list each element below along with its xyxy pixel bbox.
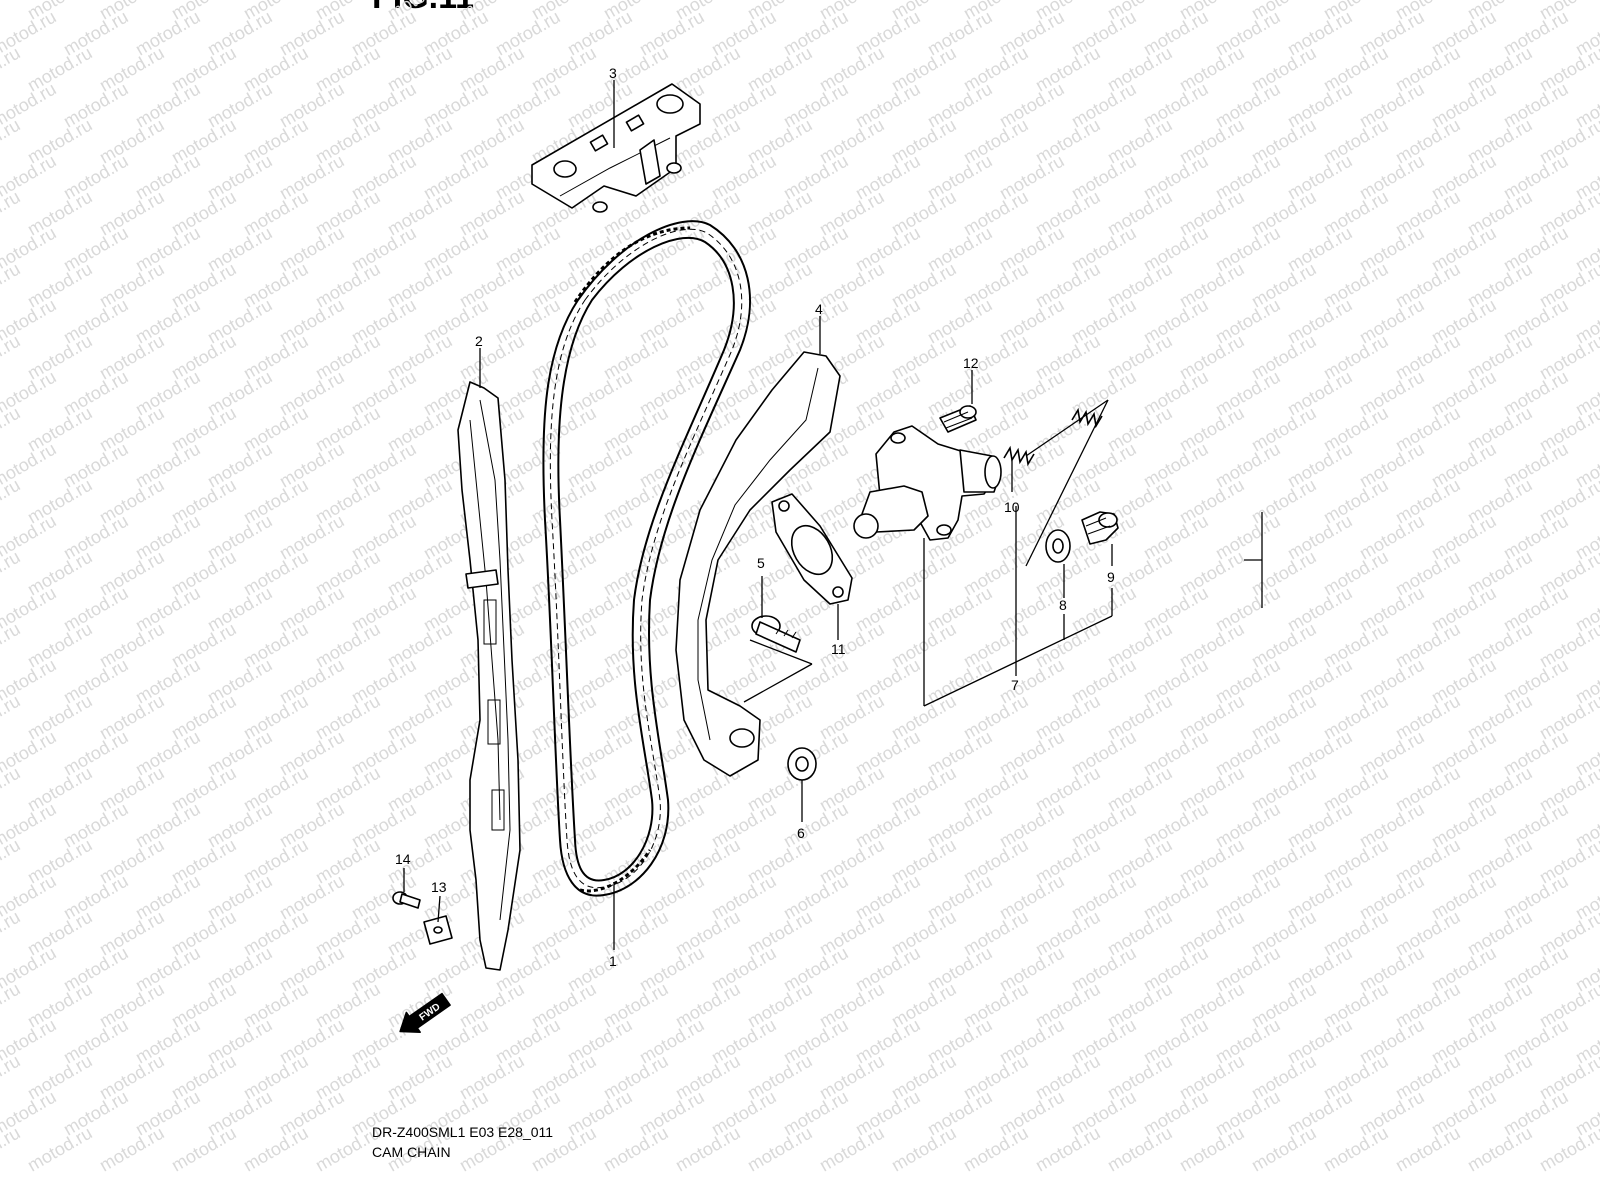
callout-13: 13 [431,879,447,895]
callout-12: 12 [963,355,979,371]
callout-5: 5 [757,555,765,571]
watermark-text: motod.ru [0,979,24,1032]
diagram-caption: DR-Z400SML1 E03 E28_011 CAM CHAIN [372,1122,553,1162]
watermark-text: motod.ru [1176,1123,1248,1176]
figure-heading: FIG.11 [372,0,474,17]
watermark-text: motod.ru [1536,1123,1600,1176]
watermark-text: motod.ru [1464,1123,1536,1176]
callout-11: 11 [831,641,846,657]
model-code: DR-Z400SML1 E03 E28_011 [372,1124,554,1140]
watermark-text: motod.ru [96,1123,168,1176]
watermark-text: motod.ru [0,907,24,960]
callout-2: 2 [475,333,483,349]
part-8-washer [1045,529,1071,563]
callout-1: 1 [609,953,617,969]
watermark-text: motod.ru [0,1051,24,1104]
callout-10: 10 [1004,499,1020,515]
watermark-text: motod.ru [0,43,24,96]
watermark-text: motod.ru [0,1123,24,1176]
watermark-text: motod.ru [0,475,24,528]
watermark-text: motod.ru [168,1123,240,1176]
callout-7: 7 [1011,677,1019,693]
callout-9: 9 [1107,569,1115,585]
watermark-text: motod.ru [240,1123,312,1176]
callout-8: 8 [1059,597,1067,613]
watermark-text: motod.ru [0,547,24,600]
watermark-text: motod.ru [0,331,24,384]
watermark-text: motod.ru [0,115,24,168]
callout-4: 4 [815,301,823,317]
watermark-text: motod.ru [1248,1123,1320,1176]
watermark-text: motod.ru [672,1123,744,1176]
watermark-text: motod.ru [1104,1123,1176,1176]
watermark-text: motod.ru [0,259,24,312]
callout-6: 6 [797,825,805,841]
watermark-text: motod.ru [1392,1123,1464,1176]
watermark-text: motod.ru [600,1123,672,1176]
watermark-text: motod.ru [888,1123,960,1176]
watermark-text: motod.ru [0,403,24,456]
watermark-text: motod.ru [0,0,24,23]
watermark-text: motod.ru [0,187,24,240]
watermark-text: motod.ru [0,691,24,744]
watermark-text: motod.ru [960,1123,1032,1176]
section-title: CAM CHAIN [372,1144,451,1160]
watermark-text: motod.ru [744,1123,816,1176]
watermark-text: motod.ru [816,1123,888,1176]
callout-3: 3 [609,65,617,81]
watermark-text: motod.ru [0,619,24,672]
watermark-text: motod.ru [1320,1123,1392,1176]
callout-14: 14 [395,851,411,867]
part-6-washer [787,747,817,781]
watermark-text: motod.ru [24,1123,96,1176]
watermark-text: motod.ru [1032,1123,1104,1176]
watermark-text: motod.ru [0,835,24,888]
watermark-text: motod.ru [0,763,24,816]
part-14-screw [392,891,421,909]
